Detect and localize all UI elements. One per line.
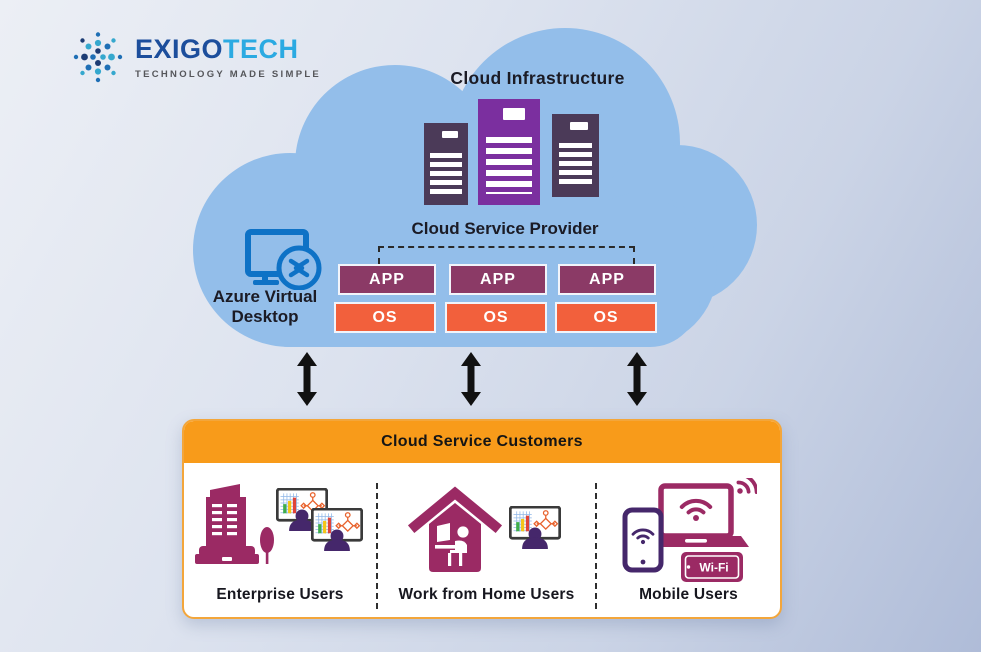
customers-body: Enterprise Users (184, 463, 780, 617)
azure-virtual-desktop-label: Azure Virtual Desktop (190, 287, 340, 328)
customers-header: Cloud Service Customers (184, 421, 780, 463)
app-box-3: APP (558, 264, 656, 295)
brand-name: EXIGOTECH (135, 36, 321, 63)
brand-primary: EXIGO (135, 34, 224, 64)
os-box-3: OS (555, 302, 657, 333)
group-enterprise-users: Enterprise Users (184, 463, 376, 617)
os-box-1: OS (334, 302, 436, 333)
cloud-service-provider-label: Cloud Service Provider (411, 219, 599, 238)
enterprise-icon-area (194, 463, 366, 586)
work-from-home-icon (407, 486, 561, 572)
tablet-icon: Wi-Fi (680, 551, 743, 582)
server-rack-left (424, 123, 468, 205)
section-divider (376, 483, 378, 609)
app-box-2: APP (449, 264, 547, 295)
logo-dots-icon (73, 32, 123, 83)
azure-virtual-desktop-icon (245, 229, 322, 290)
server-slot (570, 122, 589, 130)
server-slot (441, 131, 458, 138)
cloud-infrastructure-title: Cloud Infrastructure (450, 68, 625, 88)
mobile-icon-area: Wi-Fi (621, 463, 757, 586)
brand-secondary: TECH (223, 34, 299, 64)
provider-bracket-connector (378, 246, 635, 264)
enterprise-users-icon (195, 483, 363, 564)
work-from-home-users-label: Work from Home Users (398, 586, 575, 603)
wifi-badge-text: Wi-Fi (699, 560, 728, 574)
wfh-icon-area (407, 463, 567, 586)
server-rack-right (552, 114, 599, 197)
mobile-users-label: Mobile Users (639, 586, 738, 603)
exigotech-logo: EXIGOTECH TECHNOLOGY MADE SIMPLE (72, 30, 321, 86)
mobile-users-icon: Wi-Fi (622, 477, 757, 582)
app-box-1: APP (338, 264, 436, 295)
server-stripes (486, 137, 532, 194)
sync-arrow-left (297, 352, 317, 406)
group-mobile-users: Wi-Fi Mobile Users (597, 463, 780, 617)
server-rack-center (478, 99, 540, 205)
enterprise-users-label: Enterprise Users (216, 586, 344, 603)
server-stripes (430, 153, 462, 197)
cloud-service-customers-panel: Cloud Service Customers (182, 419, 782, 619)
os-box-2: OS (445, 302, 547, 333)
group-work-from-home-users: Work from Home Users (378, 463, 595, 617)
server-stripes (559, 143, 592, 187)
server-slot (502, 108, 525, 120)
section-divider (595, 483, 597, 609)
avd-label-line2: Desktop (231, 307, 299, 327)
sync-arrow-right (627, 352, 647, 406)
sync-arrow-center (461, 352, 481, 406)
avd-label-line1: Azure Virtual (212, 287, 318, 306)
logo-text: EXIGOTECH TECHNOLOGY MADE SIMPLE (135, 30, 322, 81)
brand-tagline: TECHNOLOGY MADE SIMPLE (135, 69, 322, 80)
